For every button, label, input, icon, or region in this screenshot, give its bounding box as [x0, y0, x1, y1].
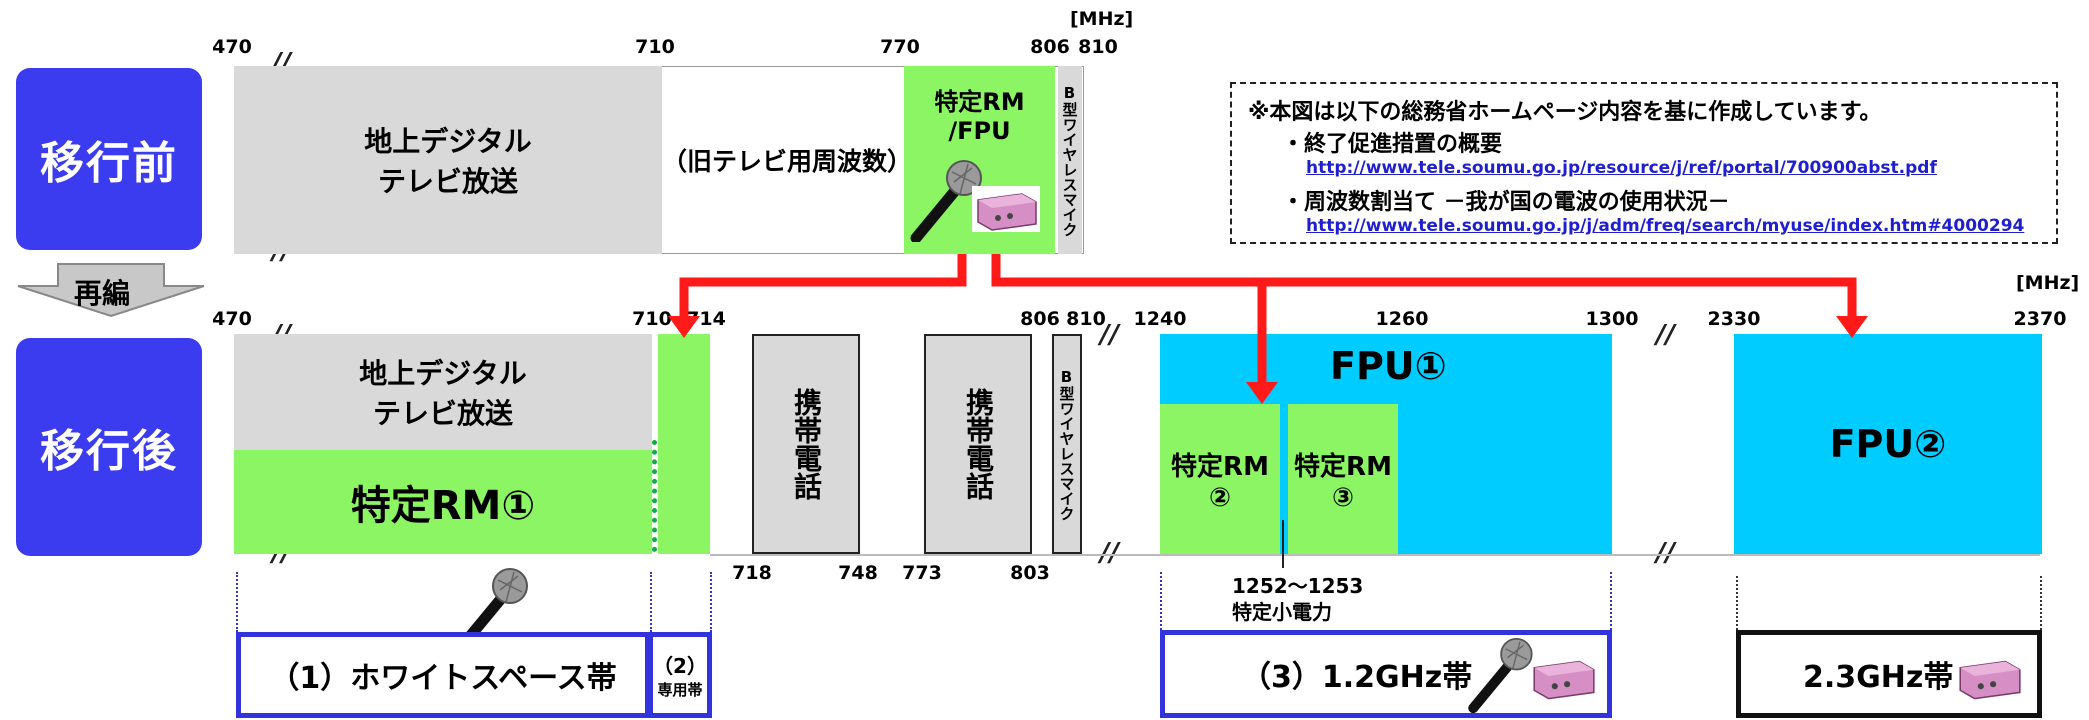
- tick-710-after: 710: [632, 308, 672, 330]
- after-mobile-block-2: 携帯電話: [924, 334, 1032, 554]
- tick-810-after: 810: [1066, 308, 1106, 330]
- reorg-label: 再編: [74, 277, 131, 310]
- after-dedicated-block: [658, 334, 710, 554]
- unit-label-top: [MHz]: [1070, 8, 1134, 30]
- tick-773: 773: [902, 562, 942, 584]
- after-tv-block: 地上デジタル テレビ放送: [234, 334, 652, 450]
- fpu-device-icon: [1533, 660, 1595, 700]
- fpu1-label: FPU①: [1330, 344, 1447, 388]
- after-rm1-block: 特定RM①: [234, 450, 652, 554]
- guide-line: [236, 572, 238, 632]
- tick-714-after: 714: [686, 308, 726, 330]
- tick-810: 810: [1078, 36, 1118, 58]
- tick-470-after: 470: [212, 308, 252, 330]
- after-rm2-block: 特定RM ②: [1160, 404, 1280, 554]
- tick-1260: 1260: [1375, 308, 1429, 330]
- tick-470: 470: [212, 36, 252, 58]
- break-mark: //: [1100, 320, 1119, 350]
- tick-1300: 1300: [1585, 308, 1639, 330]
- reorg-arrow: [17, 263, 205, 318]
- break-mark: //: [1656, 538, 1675, 568]
- note-link-1[interactable]: http://www.tele.soumu.go.jp/resource/j/r…: [1306, 158, 1937, 178]
- guide-line: [710, 572, 712, 632]
- note-link-2[interactable]: http://www.tele.soumu.go.jp/j/adm/freq/s…: [1306, 216, 2025, 236]
- low-power-label: 特定小電力: [1232, 600, 1332, 624]
- tick-748: 748: [838, 562, 878, 584]
- tick-710: 710: [635, 36, 675, 58]
- after-rm3-block: 特定RM ③: [1288, 404, 1398, 554]
- dedicated-band-box: （2） 専用帯: [648, 632, 712, 718]
- whitespace-band-box: （1）ホワイトスペース帯: [236, 632, 650, 718]
- guide-line: [1736, 576, 1738, 630]
- break-mark: //: [1656, 320, 1675, 350]
- note-title: ※本図は以下の総務省ホームページ内容を基に作成しています。: [1248, 100, 1882, 125]
- guide-line: [1610, 572, 1612, 630]
- fpu-device-icon: [1959, 660, 2021, 700]
- guide-line: [2040, 576, 2042, 630]
- low-power-range: 1252～1253: [1232, 574, 1364, 598]
- after-fpu2-block: FPU②: [1734, 334, 2042, 554]
- guide-line: [1160, 572, 1162, 630]
- tick-2330: 2330: [1707, 308, 1761, 330]
- microphone-icon: [1468, 638, 1533, 714]
- microphone-icon: [910, 160, 982, 242]
- tick-1240: 1240: [1133, 308, 1187, 330]
- note-item-1: ・終了促進措置の概要: [1282, 132, 1503, 157]
- before-label: 移行前: [16, 68, 202, 250]
- before-b-wireless-block: B型ワイヤレスマイク: [1058, 66, 1082, 254]
- before-tv-block: 地上デジタル テレビ放送: [234, 66, 662, 254]
- tick-803: 803: [1010, 562, 1050, 584]
- unit-label-right: [MHz]: [2016, 272, 2080, 294]
- tick-806: 806: [1030, 36, 1070, 58]
- break-mark: //: [1100, 538, 1119, 568]
- axis-line: [710, 554, 2040, 556]
- after-mobile-block-1: 携帯電話: [752, 334, 860, 554]
- guide-line: [650, 572, 652, 632]
- before-old-tv-block: （旧テレビ用周波数）: [662, 147, 913, 176]
- rm1-boundary-dotted: [652, 440, 657, 552]
- after-label: 移行後: [16, 338, 202, 556]
- fpu-device-icon: [972, 186, 1040, 232]
- tick-806-after: 806: [1020, 308, 1060, 330]
- tick-2370: 2370: [2013, 308, 2067, 330]
- source-note-box: ※本図は以下の総務省ホームページ内容を基に作成しています。 ・終了促進措置の概要…: [1230, 82, 2058, 244]
- low-power-pointer: [1282, 520, 1284, 568]
- after-b-wireless-block: B型ワイヤレスマイク: [1052, 334, 1082, 554]
- tick-718: 718: [732, 562, 772, 584]
- note-item-2: ・周波数割当て －我が国の電波の使用状況－: [1282, 190, 1730, 215]
- tick-770: 770: [880, 36, 920, 58]
